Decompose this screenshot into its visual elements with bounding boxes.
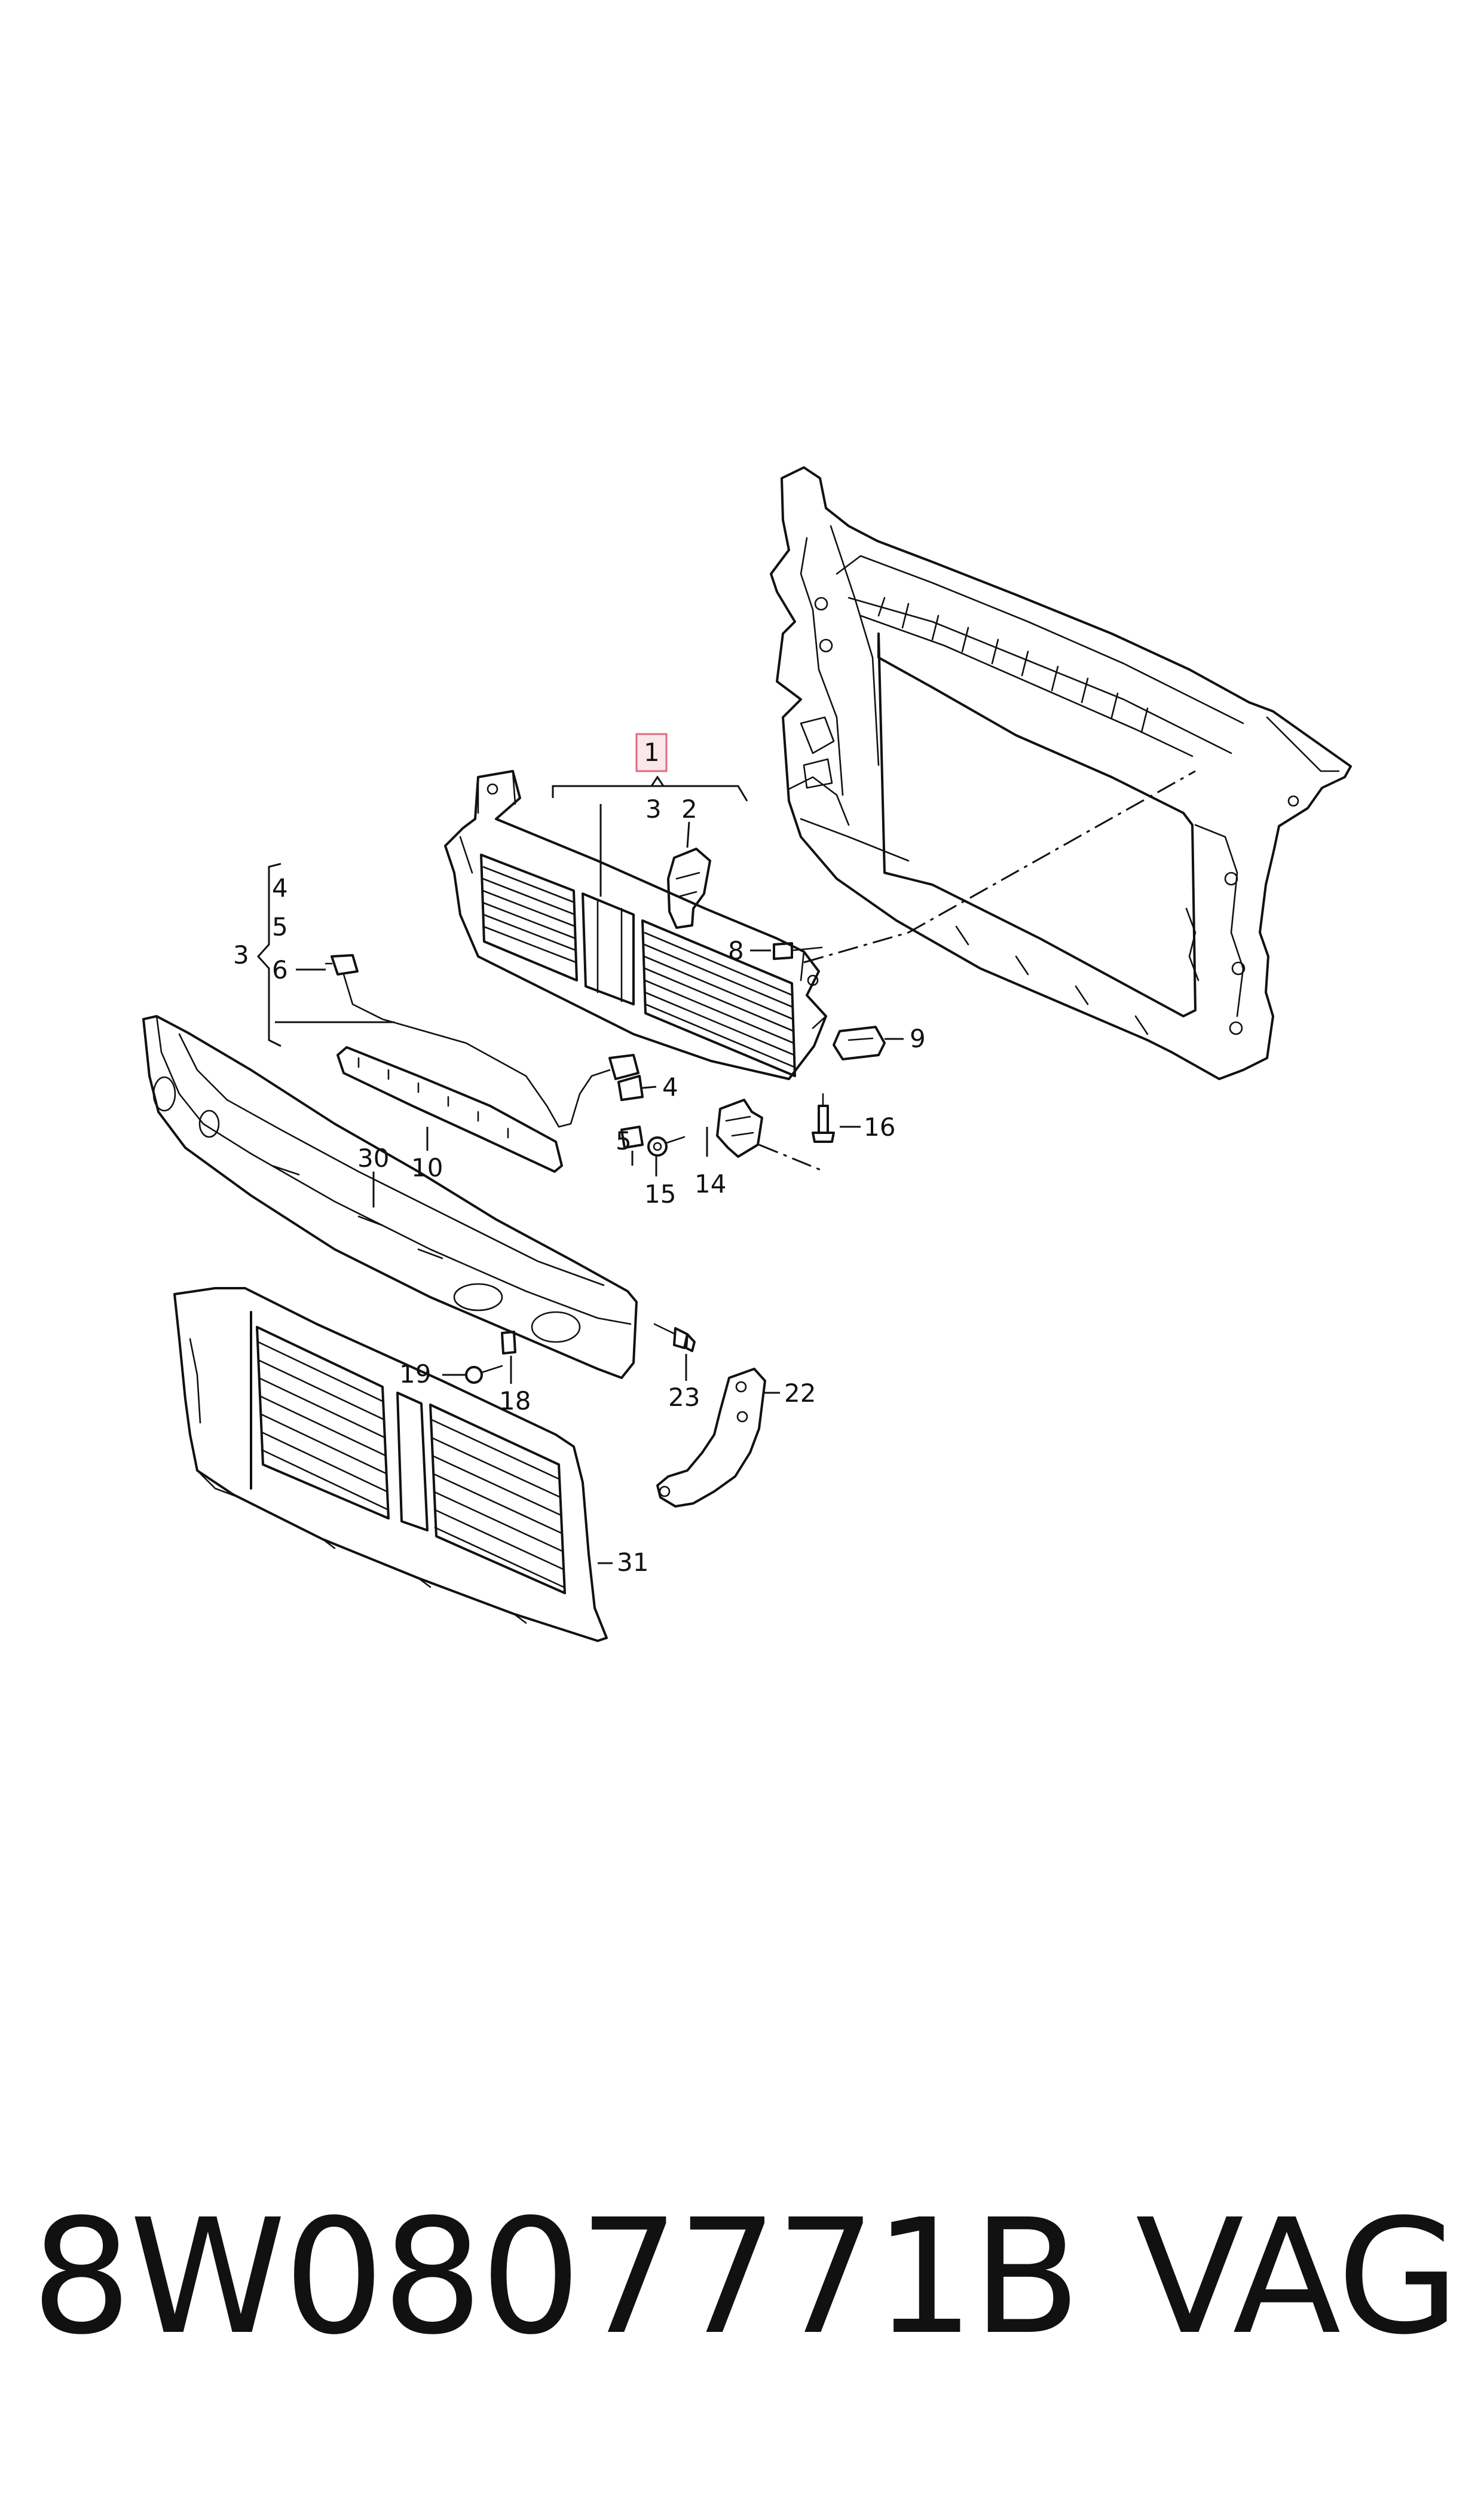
- group-bracket-3: [256, 863, 281, 1047]
- callout-1: 1: [644, 738, 660, 767]
- callout-15: 15: [644, 1179, 676, 1209]
- group-bracket-1: [552, 785, 748, 802]
- callout-1-highlight: [635, 733, 668, 772]
- callout-5-mid: 5: [616, 1126, 632, 1155]
- rivet-23: [653, 1323, 696, 1381]
- callout-23: 23: [668, 1383, 700, 1412]
- seal-strip-10: [336, 1046, 563, 1173]
- part-number: 8W0807771B: [31, 2185, 1081, 2370]
- brand-name: VAG: [1136, 2185, 1459, 2370]
- screw-8: [750, 942, 823, 960]
- callout-5-top: 5: [272, 912, 288, 941]
- clip-9: [833, 1026, 904, 1060]
- callout-31: 31: [617, 1548, 648, 1577]
- callout-19: 19: [399, 1359, 431, 1389]
- callout-30: 30: [357, 1144, 389, 1173]
- callout-4-top: 4: [272, 873, 288, 903]
- clip-18: [501, 1331, 516, 1384]
- callout-16: 16: [864, 1112, 895, 1142]
- screw-19: [442, 1365, 503, 1384]
- callout-3-left: 3: [233, 940, 249, 970]
- callout-8: 8: [728, 936, 744, 965]
- bumper-carrier-30: [142, 1015, 638, 1379]
- rivet-16: [812, 1093, 861, 1143]
- assembly-line-2: [758, 1144, 825, 1173]
- callout-4-mid: 4: [662, 1072, 678, 1102]
- bracket-22: [656, 1368, 780, 1508]
- assembly-line-1: [803, 770, 1196, 964]
- callout-9: 9: [910, 1024, 926, 1053]
- lock-carrier-frame: [770, 466, 1352, 1080]
- bracket-1-stem: [650, 775, 665, 787]
- air-guide-assembly: [444, 770, 827, 1080]
- callout-2: 2: [681, 794, 697, 824]
- bracket-14: [706, 1099, 763, 1158]
- actuator-motor: [667, 821, 711, 929]
- callout-10: 10: [411, 1153, 443, 1182]
- callout-22: 22: [784, 1378, 816, 1408]
- air-shutter-31: [173, 1287, 613, 1642]
- callout-14: 14: [694, 1169, 726, 1199]
- wiring-harness-3: [325, 954, 657, 1166]
- footer: 8W0807771B VAG: [31, 2185, 1459, 2370]
- callout-6: 6: [272, 955, 288, 985]
- screw-15: [647, 1136, 686, 1176]
- callout-18: 18: [499, 1386, 531, 1416]
- callout-3-top: 3: [645, 794, 662, 824]
